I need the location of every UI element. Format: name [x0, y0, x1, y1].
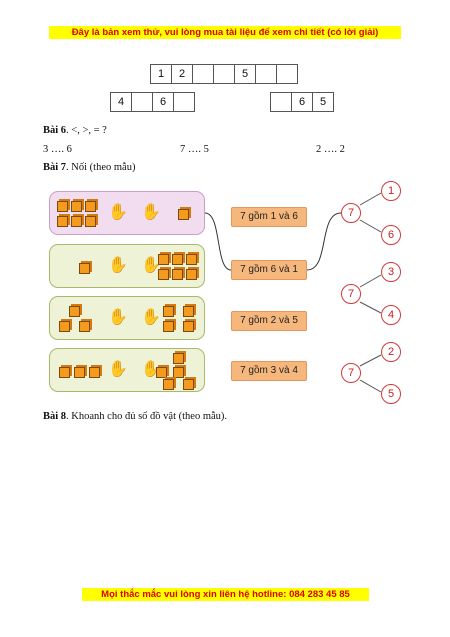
cube	[186, 269, 197, 280]
cube	[172, 269, 183, 280]
cube	[183, 321, 194, 332]
decomposition-label-3: 7 gồm 2 và 5	[231, 311, 307, 331]
tree-1-top: 1	[381, 181, 401, 201]
cube	[156, 367, 167, 378]
hand-icon: ✋	[108, 257, 128, 274]
cube-panel-2: ✋ ✋	[49, 244, 205, 288]
tree-branch	[359, 301, 382, 314]
preview-notice: Đây là bản xem thử, vui lòng mua tài liệ…	[49, 26, 401, 39]
cube	[158, 254, 169, 265]
number-box	[173, 92, 195, 112]
tree-1-bottom: 6	[381, 225, 401, 245]
tree-2-top: 3	[381, 262, 401, 282]
cube	[79, 263, 90, 274]
number-box	[276, 64, 298, 84]
tree-branch	[359, 379, 382, 393]
exercise-7-instruction: . Nối (theo mẫu)	[66, 162, 136, 173]
tree-branch	[359, 192, 382, 206]
number-box: 5	[312, 92, 334, 112]
tree-branch	[359, 274, 382, 288]
hand-icon: ✋	[108, 204, 128, 221]
exercise-7-title: Bài 7. Nối (theo mẫu)	[43, 162, 135, 173]
cube	[183, 379, 194, 390]
decomposition-label-1: 7 gồm 1 và 6	[231, 207, 307, 227]
exercise-8-title: Bài 8. Khoanh cho đủ số đồ vật (theo mẫu…	[43, 411, 227, 422]
cube	[71, 216, 82, 227]
cube	[74, 367, 85, 378]
cube	[57, 216, 68, 227]
number-box-row-1: 1 2 5	[150, 64, 298, 84]
cube	[163, 306, 174, 317]
tree-3-bottom: 5	[381, 384, 401, 404]
cube-panel-1: ✋ ✋	[49, 191, 205, 235]
cube	[57, 201, 68, 212]
tree-3-top: 2	[381, 342, 401, 362]
cube	[59, 321, 70, 332]
cube	[89, 367, 100, 378]
cube	[173, 367, 184, 378]
hotline-notice: Mọi thắc mắc vui lòng xin liên hệ hotlin…	[82, 588, 369, 601]
compare-item-3: 2 …. 2	[316, 144, 345, 155]
decomposition-label-2: 7 gồm 6 và 1	[231, 260, 307, 280]
cube	[186, 254, 197, 265]
cube	[163, 379, 174, 390]
cube	[183, 306, 194, 317]
exercise-7-number: Bài 7	[43, 162, 67, 173]
compare-item-1: 3 …. 6	[43, 144, 72, 155]
hand-icon: ✋	[108, 309, 128, 326]
exercise-6-title: Bài 6. <, >, = ?	[43, 125, 107, 136]
tree-branch	[359, 354, 382, 367]
hand-icon: ✋	[141, 204, 161, 221]
cube	[173, 353, 184, 364]
exercise-6-number: Bài 6	[43, 125, 67, 136]
tree-1-root: 7	[341, 203, 361, 223]
tree-2-bottom: 4	[381, 305, 401, 325]
number-box-row-2-left: 4 6	[110, 92, 195, 112]
connector-line-model	[204, 212, 232, 271]
number-box: 2	[171, 64, 193, 84]
cube	[85, 201, 96, 212]
exercise-8-instruction: . Khoanh cho đủ số đồ vật (theo mẫu).	[66, 411, 228, 422]
cube	[85, 216, 96, 227]
connector-line-tree	[306, 212, 342, 271]
cube-panel-4: ✋ ✋	[49, 348, 205, 392]
cube	[69, 306, 80, 317]
cube	[163, 321, 174, 332]
cube	[59, 367, 70, 378]
hand-icon: ✋	[141, 361, 161, 378]
compare-item-2: 7 …. 5	[180, 144, 209, 155]
tree-3-root: 7	[341, 363, 361, 383]
cube	[71, 201, 82, 212]
number-box-row-2-right: 6 5	[270, 92, 334, 112]
cube-panel-3: ✋ ✋	[49, 296, 205, 340]
decomposition-label-4: 7 gồm 3 và 4	[231, 361, 307, 381]
hand-icon: ✋	[141, 309, 161, 326]
hand-icon: ✋	[141, 257, 161, 274]
cube	[178, 209, 189, 220]
cube	[79, 321, 90, 332]
tree-branch	[359, 219, 382, 233]
cube	[158, 269, 169, 280]
tree-2-root: 7	[341, 284, 361, 304]
exercise-8-number: Bài 8	[43, 411, 67, 422]
exercise-6-instruction: . <, >, = ?	[66, 125, 107, 136]
hand-icon: ✋	[108, 361, 128, 378]
cube	[172, 254, 183, 265]
